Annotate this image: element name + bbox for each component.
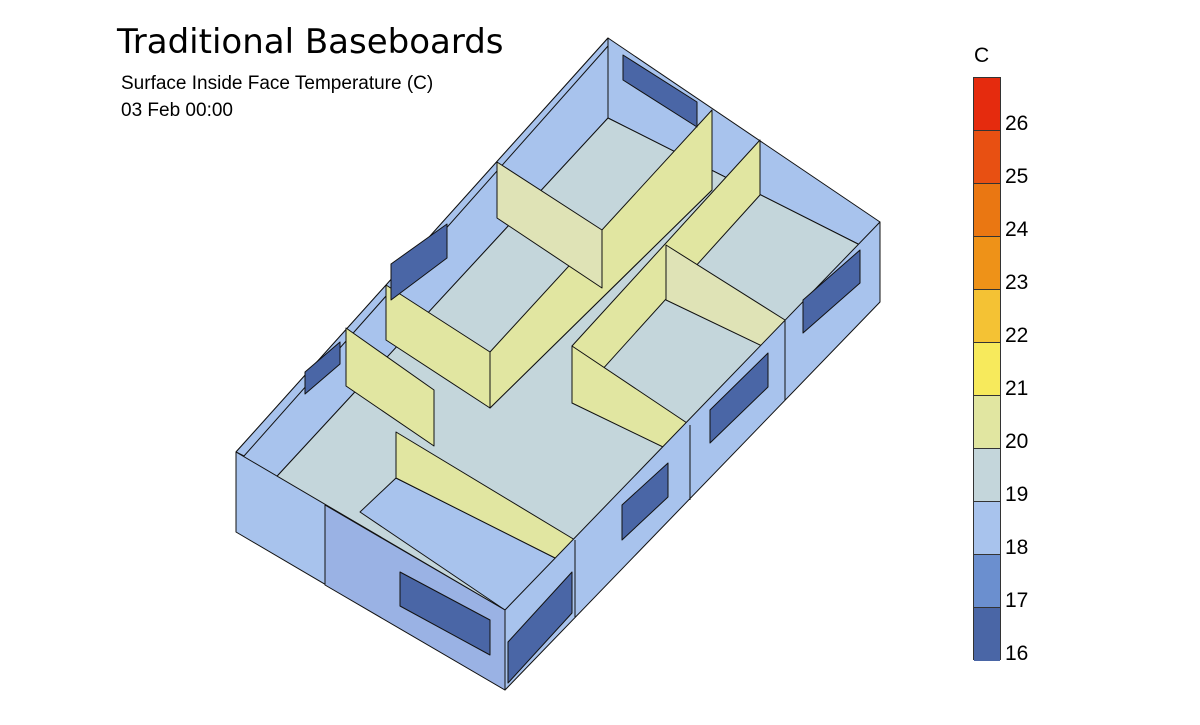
legend-swatch [974,555,1000,608]
window-front-right-1 [802,249,861,334]
legend-tick-label: 21 [1005,377,1029,400]
legend-swatch [974,290,1000,343]
partition-room-a [385,284,491,409]
legend-tick-label: 18 [1005,536,1029,559]
legend-tick-label: 22 [1005,324,1029,347]
legend-swatch [974,396,1000,449]
legend-tick-label: 20 [1005,430,1029,453]
legend-swatch [974,608,1000,661]
legend-swatch [974,78,1000,131]
window-back-left-2 [304,341,341,395]
color-legend [973,77,1001,661]
legend-swatch [974,343,1000,396]
plot-title: Traditional Baseboards [117,22,504,62]
partition-room-b [496,161,603,289]
building-model [235,37,881,691]
window-back-left-1 [390,223,448,301]
legend-swatch [974,449,1000,502]
legend-tick-label: 17 [1005,589,1029,612]
plot-subtitle: Surface Inside Face Temperature (C) [121,73,434,94]
window-front-right-4 [507,571,573,684]
legend-swatch [974,237,1000,290]
legend-swatch [974,502,1000,555]
legend-tick-label: 19 [1005,483,1029,506]
legend-tick-label: 24 [1005,218,1029,241]
window-front-left [399,571,491,656]
window-front-right-2 [709,352,769,444]
legend-tick-label: 16 [1005,642,1029,665]
legend-tick-label: 25 [1005,165,1029,188]
partition-small-left [345,327,435,447]
window-back-top [622,54,698,128]
legend-swatch [974,131,1000,184]
window-front-right-3 [621,462,669,541]
legend-tick-label: 26 [1005,112,1029,135]
legend-tick-label: 23 [1005,271,1029,294]
legend-swatch [974,184,1000,237]
wall-front-right [504,221,881,691]
timestamp-label: 03 Feb 00:00 [121,100,233,121]
legend-unit: C [974,44,990,67]
